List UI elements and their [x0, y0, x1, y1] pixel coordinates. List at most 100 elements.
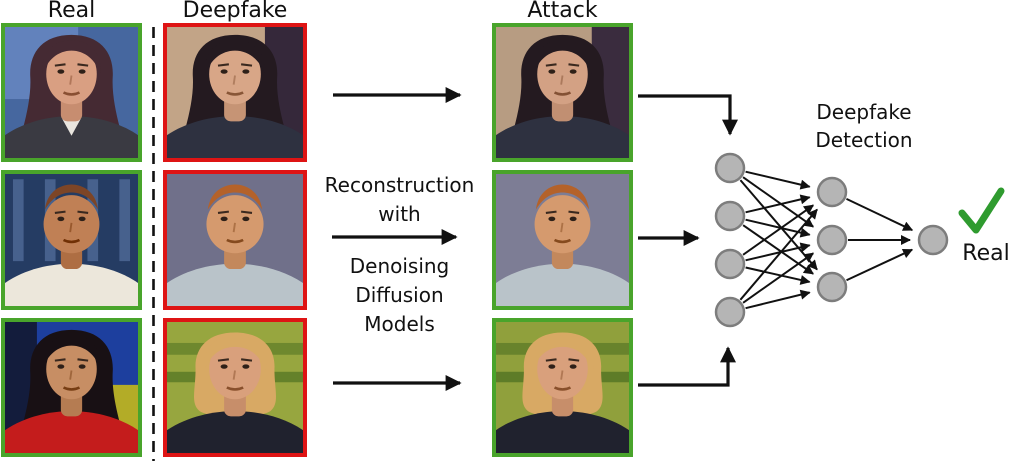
face-illustration: [167, 322, 303, 453]
brow: [54, 358, 66, 362]
caption-line-5: Models: [364, 312, 435, 336]
head: [46, 339, 97, 400]
hair-front: [203, 335, 267, 372]
real-face-image-2: [1, 170, 142, 310]
nn-edge: [745, 242, 811, 262]
attack-face-image-2: [492, 170, 633, 310]
head: [209, 44, 261, 105]
brow: [77, 358, 89, 362]
mouth: [62, 386, 81, 391]
face-illustration: [5, 174, 138, 306]
brow: [217, 210, 230, 214]
eye: [57, 69, 65, 74]
nose: [560, 222, 564, 233]
nose: [69, 75, 73, 85]
bg-accent: [119, 179, 131, 262]
mouth: [553, 91, 572, 96]
shoulders: [496, 116, 629, 158]
arrow-attack3-to-network: [638, 346, 736, 387]
face-illustration: [5, 322, 138, 453]
nn-edge: [742, 224, 814, 275]
nn-node: [816, 176, 848, 208]
eye: [242, 216, 250, 222]
hair-front: [531, 335, 594, 372]
deepfake-face-image-3: [163, 318, 307, 457]
mouth: [226, 238, 244, 244]
result-label: Real: [962, 241, 1010, 266]
brow: [54, 63, 66, 67]
nn-edge: [846, 248, 914, 282]
eye: [220, 69, 228, 74]
face-illustration: [496, 322, 629, 453]
attack-face-image-1: [492, 23, 633, 162]
nose: [560, 75, 564, 85]
brow: [240, 63, 253, 67]
head: [537, 44, 588, 105]
shoulders: [167, 411, 303, 453]
column-title-attack: Attack: [527, 0, 598, 23]
eye: [548, 69, 556, 74]
nn-edge: [745, 289, 811, 310]
detection-label-line-1: Deepfake: [816, 100, 912, 124]
mouth: [62, 238, 81, 244]
caption-line-3: Denoising: [349, 254, 450, 278]
deepfake-face-image-1: [163, 23, 307, 162]
eye: [78, 364, 86, 369]
hair-front: [42, 40, 101, 75]
nn-node: [714, 296, 746, 328]
caption-line-2: with: [378, 202, 421, 226]
real-face-image-3: [1, 318, 142, 457]
nn-node: [816, 224, 848, 256]
nn-node: [714, 248, 746, 280]
brow: [77, 63, 89, 67]
nn-node: [816, 271, 848, 303]
nn-edge: [846, 197, 914, 232]
head: [209, 339, 261, 400]
mouth: [553, 386, 572, 391]
nn-edge: [742, 176, 815, 228]
nose: [69, 222, 73, 233]
eye: [569, 69, 577, 74]
column-title-deepfake: Deepfake: [182, 0, 288, 23]
shoulders: [167, 116, 303, 158]
arrow-attack1-to-network: [638, 94, 738, 136]
nose: [232, 370, 236, 380]
caption-arrow-gap: [307, 229, 492, 252]
eye: [220, 364, 228, 369]
hair-front: [207, 184, 263, 210]
neural-network: [714, 152, 949, 328]
nn-edge: [739, 208, 818, 301]
eye: [569, 216, 577, 222]
eye: [57, 216, 65, 222]
hair-front: [535, 184, 590, 210]
brow: [240, 210, 253, 214]
hair-front: [44, 184, 99, 210]
column-title-real: Real: [47, 0, 96, 23]
eye: [242, 364, 250, 369]
shoulders: [496, 411, 629, 453]
brow: [240, 358, 253, 362]
caption-line-1: Reconstruction: [324, 173, 475, 197]
brow: [545, 358, 557, 362]
caption-line-4: Diffusion: [355, 283, 444, 307]
real-face-image-1: [1, 23, 142, 162]
nose: [69, 370, 73, 380]
mouth: [226, 386, 244, 391]
brow: [217, 63, 230, 67]
brow: [54, 210, 66, 214]
nn-node: [917, 224, 949, 256]
bg-accent: [12, 179, 24, 262]
shoulders: [5, 116, 138, 158]
nose: [560, 370, 564, 380]
eye: [220, 216, 228, 222]
eye: [242, 69, 250, 74]
deepfake-detection-label: Deepfake Detection: [789, 98, 939, 154]
eye: [548, 364, 556, 369]
nn-edge: [739, 179, 818, 271]
nn-edge: [745, 218, 811, 238]
nose: [232, 75, 236, 85]
hair-front: [533, 40, 592, 75]
shoulders: [167, 263, 303, 306]
face-illustration: [167, 174, 303, 306]
